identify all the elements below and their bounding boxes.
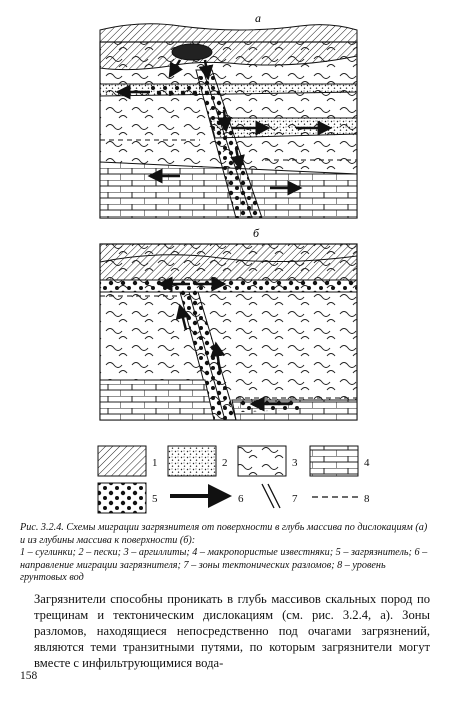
legend: 1 2 3 4 5 6 7 8 [97, 445, 370, 514]
legend-num-2: 2 [222, 457, 228, 469]
page-number: 158 [20, 670, 38, 682]
body-paragraph: Загрязнители способны проникать в глубь … [34, 592, 430, 670]
panel-a-label: a [255, 11, 261, 25]
figure-caption: Рис. 3.2.4. Схемы миграции загрязнителя … [20, 522, 432, 585]
legend-swatch-1 [97, 445, 147, 477]
legend-swatch-2 [167, 445, 217, 477]
legend-fault-icon [261, 483, 275, 509]
caption-title: Схемы миграции загрязнителя от поверхнос… [20, 522, 428, 546]
caption-items: 1 – суглинки; 2 – пески; 3 – аргиллиты; … [20, 547, 428, 584]
legend-num-1: 1 [152, 457, 158, 469]
legend-num-4: 4 [364, 457, 370, 469]
legend-swatch-4 [309, 445, 359, 477]
panel-b-label: б [253, 226, 260, 240]
legend-num-5: 5 [152, 493, 158, 505]
diagram-b [99, 243, 358, 421]
legend-num-3: 3 [292, 457, 298, 469]
diagram-a [99, 23, 358, 219]
legend-num-8: 8 [364, 493, 370, 505]
legend-swatch-3 [237, 445, 287, 477]
legend-swatch-5 [97, 482, 147, 514]
caption-number: Рис. 3.2.4. [20, 522, 64, 533]
legend-num-6: 6 [238, 493, 244, 505]
figure-diagrams: a б [97, 11, 370, 514]
legend-num-7: 7 [292, 493, 298, 505]
